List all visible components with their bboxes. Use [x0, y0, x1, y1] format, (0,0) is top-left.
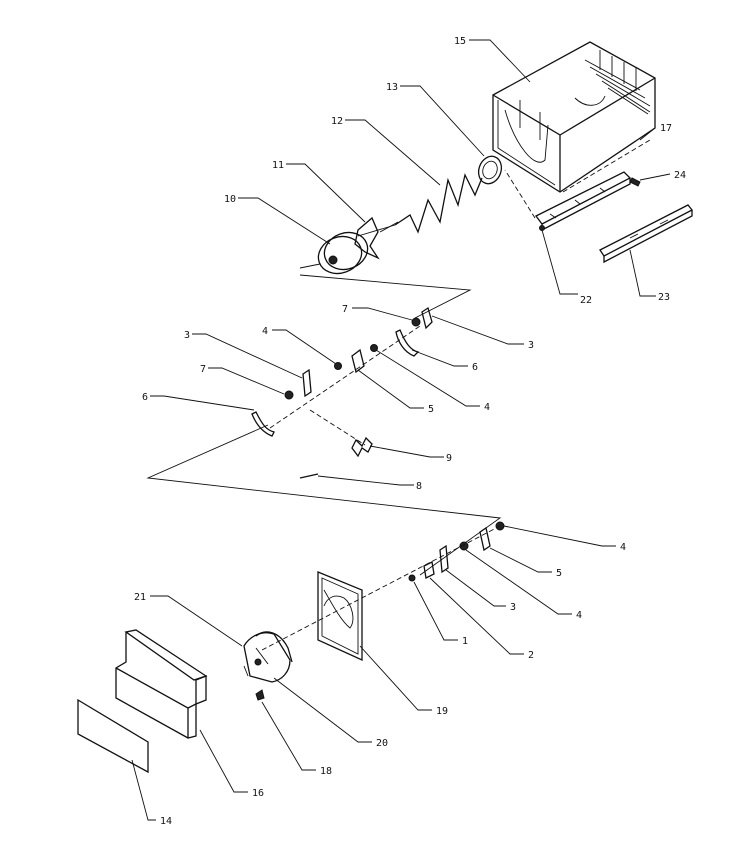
label-3-right: 3 [528, 340, 534, 351]
label-panel-part-14 [77, 698, 149, 774]
label-5-mid: 5 [428, 404, 434, 415]
motor-housing-part-20 [243, 631, 293, 683]
auger-spring-part-12 [379, 173, 483, 234]
screw-part-24 [629, 177, 641, 187]
bearing-part-13 [477, 155, 503, 185]
label-4-lower-right: 4 [620, 542, 626, 553]
label-22: 22 [580, 295, 592, 306]
label-14: 14 [160, 816, 172, 827]
label-4-mid: 4 [484, 402, 490, 413]
label-6-right: 6 [472, 362, 478, 373]
rail-part-22 [535, 171, 632, 232]
label-16: 16 [252, 788, 264, 799]
label-9: 9 [446, 453, 452, 464]
label-4-upper: 4 [262, 326, 268, 337]
label-19: 19 [436, 706, 448, 717]
screw-part-18 [255, 689, 265, 701]
drive-wheel-part-10 [299, 231, 369, 275]
label-24: 24 [674, 170, 686, 181]
label-10: 10 [224, 194, 236, 205]
label-11: 11 [272, 160, 284, 171]
label-1: 1 [462, 636, 468, 647]
label-7-lower: 7 [200, 364, 206, 375]
door-block-part-16 [115, 629, 208, 739]
bracket-part-23 [599, 204, 694, 264]
label-23: 23 [658, 292, 670, 303]
label-15: 15 [454, 36, 466, 47]
label-20: 20 [376, 738, 388, 749]
label-6-left: 6 [142, 392, 148, 403]
part-labels: 15 13 12 11 10 17 24 22 23 7 3 4 6 3 7 5… [134, 36, 686, 827]
shaft-assembly [251, 306, 433, 479]
lower-shaft-assembly [261, 521, 505, 651]
label-3-lower: 3 [510, 602, 516, 613]
label-17: 17 [660, 123, 672, 134]
label-8: 8 [416, 481, 422, 492]
label-7-upper: 7 [342, 304, 348, 315]
mounting-plate-part-19 [317, 571, 363, 662]
blade-part-11 [354, 216, 396, 260]
ice-bucket-part-15 [492, 41, 656, 193]
label-3-left: 3 [184, 330, 190, 341]
label-4-lower: 4 [576, 610, 582, 621]
label-21: 21 [134, 592, 146, 603]
label-13: 13 [386, 82, 398, 93]
label-2: 2 [528, 650, 534, 661]
label-5-lower: 5 [556, 568, 562, 579]
label-18: 18 [320, 766, 332, 777]
leader-lines [131, 39, 671, 821]
label-12: 12 [331, 116, 343, 127]
